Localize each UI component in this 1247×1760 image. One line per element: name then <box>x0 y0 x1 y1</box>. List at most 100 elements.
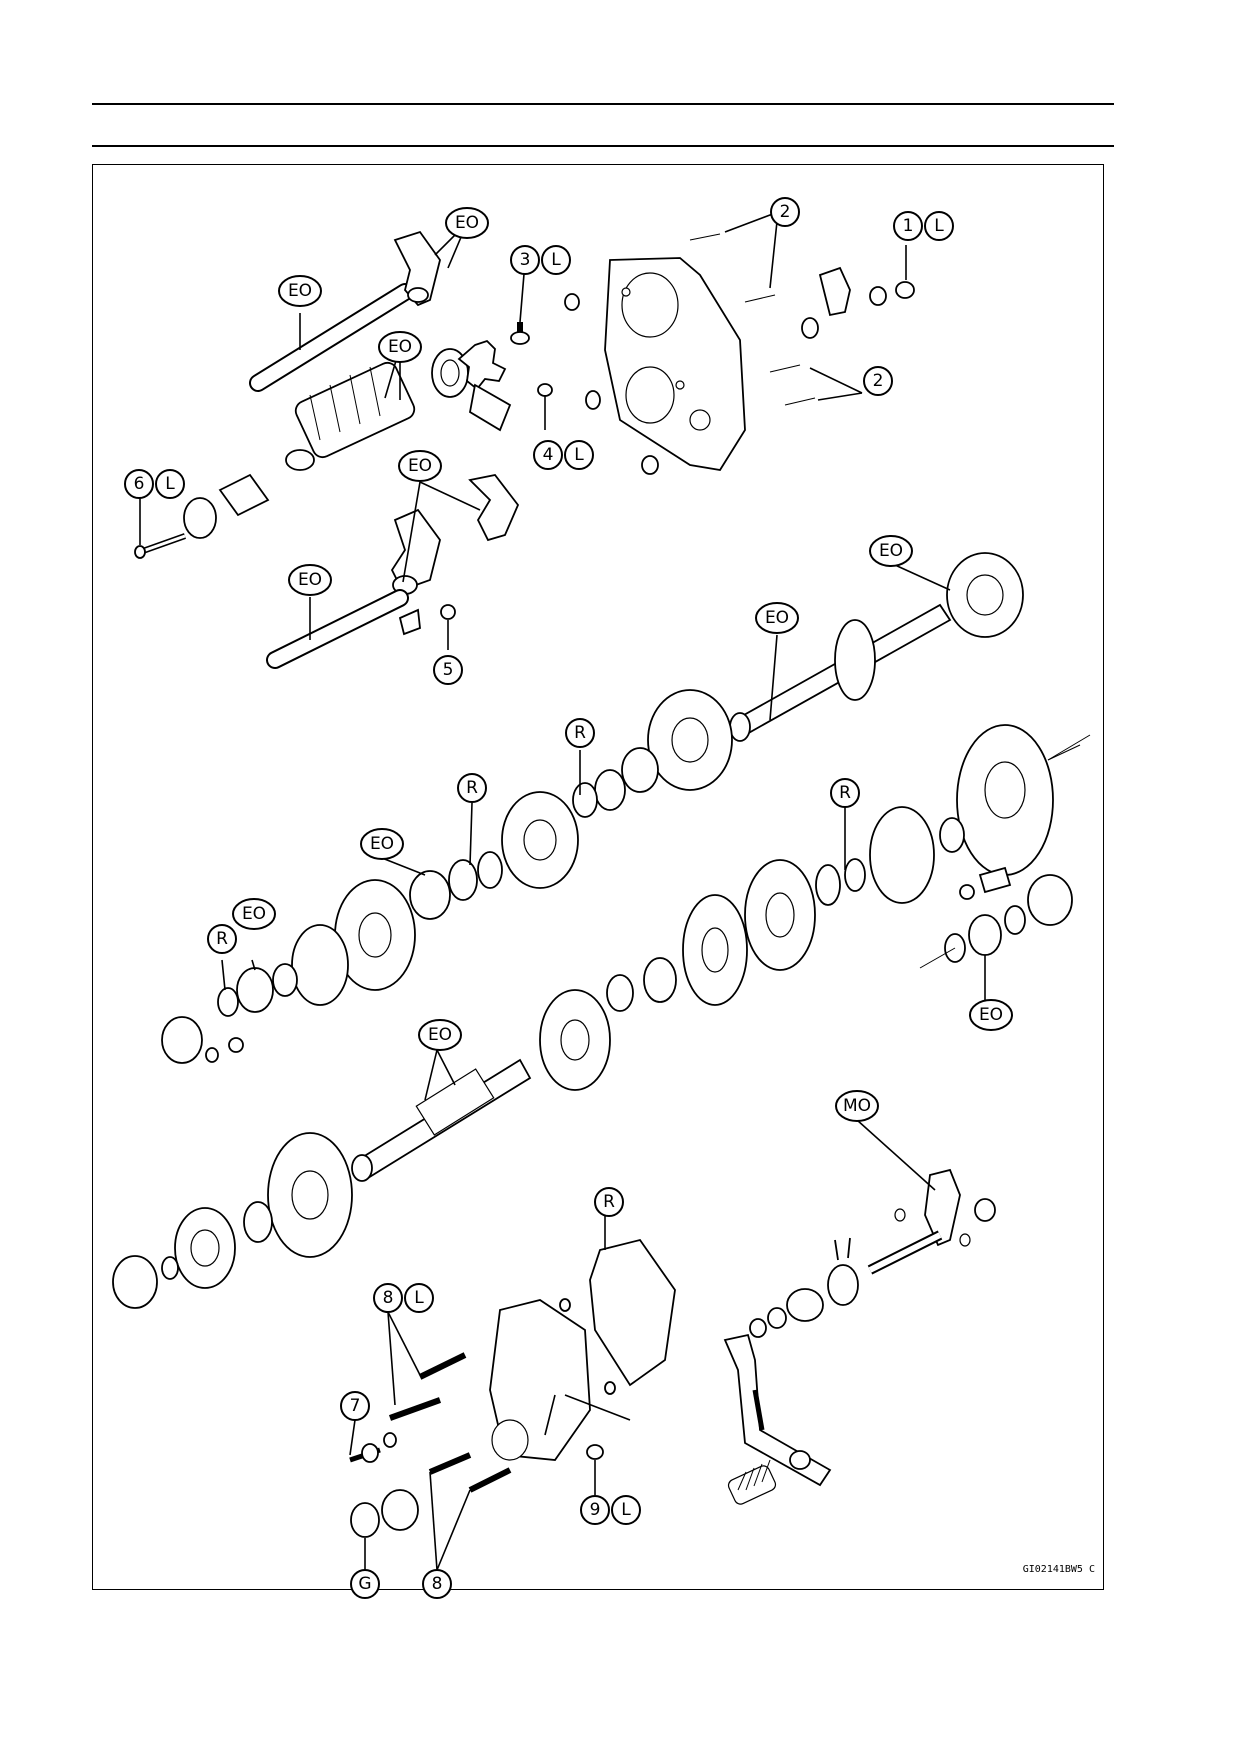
callout-2-mid: 2 <box>863 366 893 396</box>
svg-text:4: 4 <box>543 445 554 465</box>
callout-8-top-l: L <box>404 1283 434 1313</box>
washer-r1 <box>939 817 965 853</box>
washer-7 <box>383 1432 397 1448</box>
dowel-pin-cover-1 <box>559 1298 571 1312</box>
svg-text:L: L <box>165 474 175 494</box>
rod-stopper <box>398 608 421 636</box>
bolt-2d <box>784 397 816 406</box>
callout-eo-rod-upper: EO <box>278 275 322 307</box>
callout-9: 9 <box>580 1495 610 1525</box>
callout-r-4: R <box>207 924 237 954</box>
shift-fork-middle-right <box>468 474 520 542</box>
gear-m2-hub <box>523 819 557 861</box>
bolt-r <box>959 884 975 900</box>
needle-bearing-m2 <box>236 967 274 1013</box>
bolt-5 <box>440 604 456 620</box>
gear-m4 <box>291 924 349 1006</box>
callout-1: 1 <box>893 211 923 241</box>
svg-text:L: L <box>551 250 561 270</box>
bushing-m1 <box>621 747 659 793</box>
needle-bearing-r <box>968 914 1002 956</box>
gasket <box>589 1238 676 1387</box>
callout-eo-output-shaft: EO <box>755 602 799 634</box>
gear-r2 <box>869 806 935 904</box>
leader-r-bracket-bot <box>919 947 956 969</box>
gear-r1-hub <box>984 761 1026 819</box>
callout-eo-rod-lower: EO <box>288 564 332 596</box>
bolt-8a <box>418 1352 467 1380</box>
callout-mo: MO <box>835 1090 879 1122</box>
return-spring <box>834 1237 851 1261</box>
washer-m3 <box>272 963 298 997</box>
shift-fork-upper <box>393 230 441 307</box>
arm-washer <box>869 286 887 306</box>
callout-4: 4 <box>533 440 563 470</box>
circlip-r1 <box>844 858 866 892</box>
collar-d1 <box>112 1255 158 1309</box>
washer-m2 <box>448 859 478 901</box>
gear-case-housing <box>604 257 746 471</box>
svg-text:7: 7 <box>350 1396 361 1416</box>
callout-r-gasket: R <box>594 1187 624 1217</box>
arm-spring <box>801 317 819 339</box>
bearing-cover-needle <box>381 1489 419 1531</box>
dowel-pin-2 <box>585 390 601 410</box>
callout-5: 5 <box>433 655 463 685</box>
gear-r4-hub <box>701 927 729 973</box>
shift-pedal <box>723 1333 832 1505</box>
callout-7: 7 <box>340 1391 370 1421</box>
callout-6-l: L <box>155 469 185 499</box>
gear-d2-hub <box>291 1170 329 1220</box>
shift-shaft-bushing <box>786 1288 824 1322</box>
bolt-9 <box>586 1444 604 1460</box>
diagram-code: GI02141BW5 C <box>1023 1564 1095 1575</box>
svg-text:EO: EO <box>288 281 312 301</box>
callout-r-2: R <box>457 773 487 803</box>
callout-eo-forks-mid: EO <box>398 450 442 482</box>
bolt-2a <box>689 233 721 241</box>
washer-r2 <box>815 864 841 906</box>
shift-shaft-seal <box>749 1318 767 1338</box>
svg-text:6: 6 <box>134 474 145 494</box>
svg-text:EO: EO <box>298 570 322 590</box>
cover-boss <box>491 1419 529 1461</box>
top-rule-2 <box>92 145 1114 147</box>
bolt-1 <box>895 281 915 299</box>
shift-arm-upper <box>818 266 851 317</box>
pedal-bolt <box>752 1389 765 1431</box>
output-shaft-gear <box>834 619 876 701</box>
bolt-3 <box>510 322 530 345</box>
washer-m1 <box>594 769 626 811</box>
svg-text:R: R <box>839 783 851 803</box>
circlip-m2 <box>477 851 503 889</box>
dowel-pin-1 <box>564 293 580 311</box>
callout-8-top: 8 <box>373 1283 403 1313</box>
svg-text:R: R <box>466 778 478 798</box>
svg-text:R: R <box>603 1192 615 1212</box>
callout-3-l: L <box>541 245 571 275</box>
callout-eo-needle-left: EO <box>232 898 276 930</box>
dowel-pin-3 <box>641 455 659 475</box>
svg-text:EO: EO <box>388 337 412 357</box>
needle-bearing-m1 <box>409 870 451 920</box>
svg-text:3: 3 <box>520 250 531 270</box>
svg-text:8: 8 <box>432 1574 443 1594</box>
svg-text:1: 1 <box>903 216 914 236</box>
callout-4-l: L <box>564 440 594 470</box>
drum-bearing-small <box>183 497 217 539</box>
neutral-switch-7 <box>349 1443 381 1463</box>
leader-r-bracket-top <box>1047 734 1091 761</box>
svg-text:EO: EO <box>979 1005 1003 1025</box>
shift-rod-lower <box>266 589 409 669</box>
svg-text:EO: EO <box>455 213 479 233</box>
shift-shaft-washer <box>767 1307 787 1329</box>
output-shaft <box>729 552 1024 742</box>
svg-text:5: 5 <box>443 660 454 680</box>
svg-text:EO: EO <box>370 834 394 854</box>
callout-9-l: L <box>611 1495 641 1525</box>
washer-r4 <box>1004 905 1026 935</box>
shift-drum-cam <box>457 339 507 391</box>
bolt-2c <box>769 364 801 373</box>
top-rule-1 <box>92 103 1114 105</box>
